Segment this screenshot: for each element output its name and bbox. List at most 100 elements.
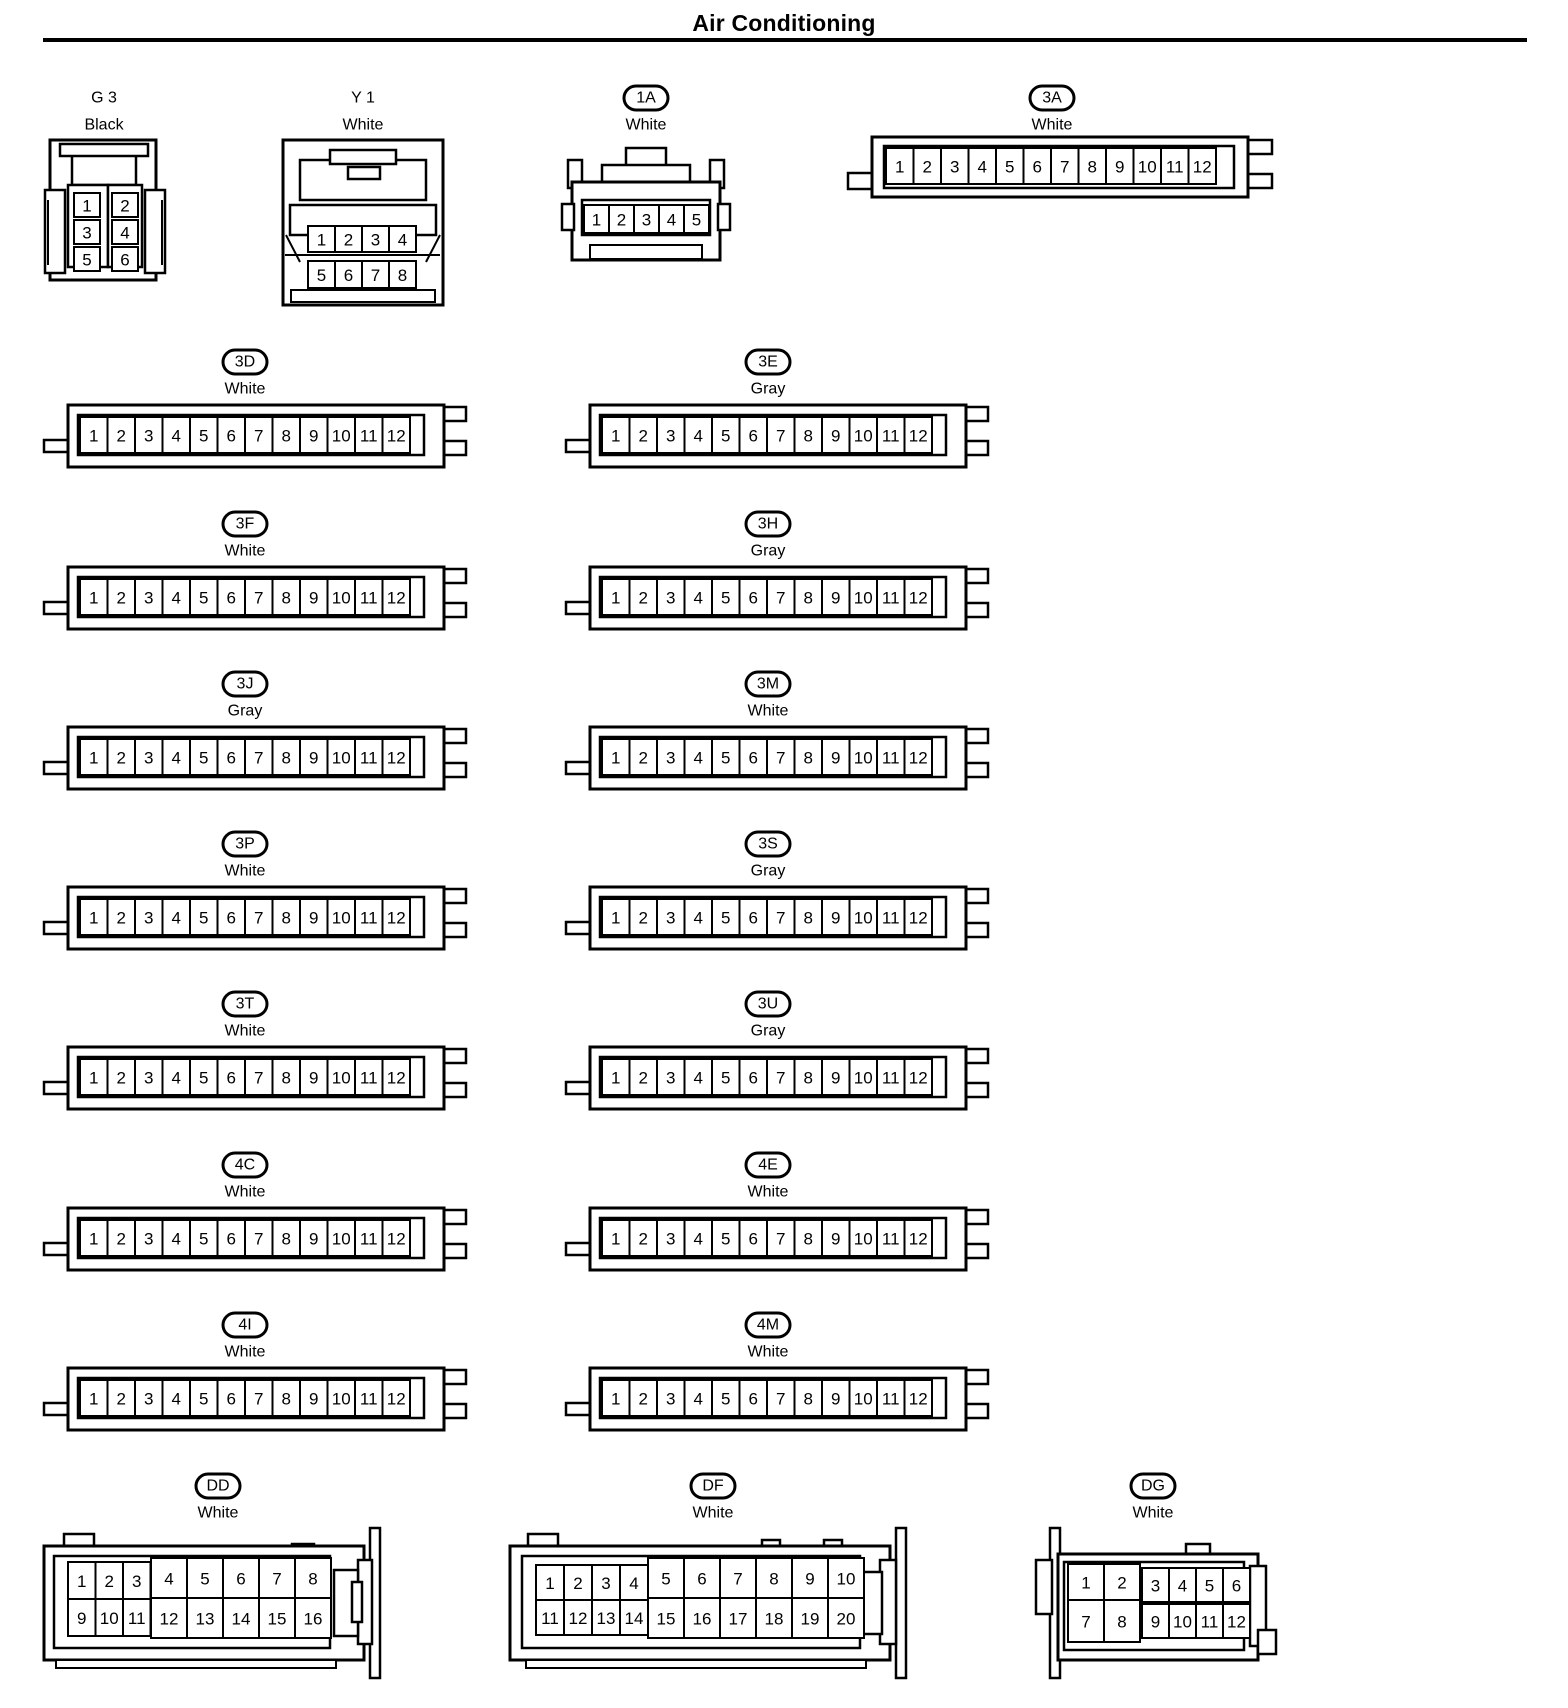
pin-12: 12 <box>387 749 406 768</box>
pin-5: 5 <box>199 1230 208 1249</box>
pin-3: 3 <box>666 749 675 768</box>
pin-5: 5 <box>692 211 701 230</box>
pin-6: 6 <box>1033 158 1042 177</box>
connector-color: White <box>225 543 266 560</box>
pin-7: 7 <box>254 1230 263 1249</box>
pin-2: 2 <box>639 1390 648 1409</box>
pin-2: 2 <box>105 1572 114 1591</box>
pin-4: 4 <box>694 909 703 928</box>
pin-7: 7 <box>254 427 263 446</box>
pin-5: 5 <box>721 1069 730 1088</box>
pin-8: 8 <box>1088 158 1097 177</box>
pin-6: 6 <box>344 266 353 285</box>
pin-20: 20 <box>837 1610 856 1629</box>
connector-code: DD <box>206 1478 229 1495</box>
connector-color: White <box>748 1184 789 1201</box>
connector-code: Y 1 <box>351 90 375 107</box>
pin-10: 10 <box>854 749 873 768</box>
pin-2: 2 <box>117 1069 126 1088</box>
pin-3: 3 <box>1151 1577 1160 1596</box>
pin-5: 5 <box>721 1230 730 1249</box>
pin-10: 10 <box>854 427 873 446</box>
pin-3: 3 <box>144 1390 153 1409</box>
pin-18: 18 <box>765 1610 784 1629</box>
pin-2: 2 <box>1117 1574 1126 1593</box>
pin-9: 9 <box>1115 158 1124 177</box>
pin-16: 16 <box>693 1610 712 1629</box>
title-rule <box>43 38 1527 42</box>
pin-1: 1 <box>611 1390 620 1409</box>
pin-12: 12 <box>387 909 406 928</box>
pin-6: 6 <box>236 1570 245 1589</box>
connector-code: 3M <box>757 676 779 693</box>
pin-16: 16 <box>304 1610 323 1629</box>
pin-9: 9 <box>831 909 840 928</box>
connector-code: 4M <box>757 1317 779 1334</box>
pin-3: 3 <box>144 1069 153 1088</box>
pin-1: 1 <box>1081 1574 1090 1593</box>
pin-8: 8 <box>308 1570 317 1589</box>
pin-2: 2 <box>344 231 353 250</box>
pin-9: 9 <box>309 427 318 446</box>
connector-code-badge <box>744 830 792 858</box>
pin-2: 2 <box>639 749 648 768</box>
connector-code: 3S <box>758 836 778 853</box>
pin-3: 3 <box>950 158 959 177</box>
pin-6: 6 <box>697 1570 706 1589</box>
connector-code: 1A <box>636 90 656 107</box>
connector-code: 3F <box>236 516 255 533</box>
pin-8: 8 <box>398 266 407 285</box>
pin-1: 1 <box>611 589 620 608</box>
pin-14: 14 <box>625 1609 644 1628</box>
connector-color: White <box>748 703 789 720</box>
pin-8: 8 <box>282 1230 291 1249</box>
connector-code: 3A <box>1042 90 1062 107</box>
pin-1: 1 <box>89 909 98 928</box>
connector-color: White <box>198 1505 239 1522</box>
connector-code-badge <box>221 990 269 1018</box>
pin-3: 3 <box>144 909 153 928</box>
pin-12: 12 <box>1227 1613 1246 1632</box>
connector-color: Gray <box>751 1023 786 1040</box>
connector-code: 3D <box>235 354 255 371</box>
pin-11: 11 <box>360 589 378 608</box>
pin-10: 10 <box>1138 158 1157 177</box>
connector-code-badge <box>194 1472 242 1500</box>
pin-8: 8 <box>804 427 813 446</box>
pin-3: 3 <box>82 224 91 243</box>
connector-code-badge <box>221 830 269 858</box>
pin-7: 7 <box>776 1069 785 1088</box>
pin-8: 8 <box>282 1069 291 1088</box>
pin-11: 11 <box>360 1069 378 1088</box>
pin-7: 7 <box>272 1570 281 1589</box>
pin-4: 4 <box>694 427 703 446</box>
pin-5: 5 <box>200 1570 209 1589</box>
pin-7: 7 <box>1060 158 1069 177</box>
pin-1: 1 <box>895 158 904 177</box>
connector-color: White <box>1032 117 1073 134</box>
pin-11: 11 <box>360 427 378 446</box>
pin-12: 12 <box>909 589 928 608</box>
pin-12: 12 <box>1193 158 1212 177</box>
pin-14: 14 <box>232 1610 251 1629</box>
pin-10: 10 <box>332 1230 351 1249</box>
pin-8: 8 <box>804 749 813 768</box>
pin-4: 4 <box>694 749 703 768</box>
pin-5: 5 <box>721 427 730 446</box>
pin-6: 6 <box>227 909 236 928</box>
connector-code: 3T <box>236 996 255 1013</box>
pin-4: 4 <box>629 1574 638 1593</box>
pin-5: 5 <box>661 1570 670 1589</box>
pin-10: 10 <box>100 1609 119 1628</box>
pin-3: 3 <box>642 211 651 230</box>
pin-2: 2 <box>639 589 648 608</box>
pin-6: 6 <box>749 1230 758 1249</box>
connector-color: White <box>748 1344 789 1361</box>
pin-2: 2 <box>639 909 648 928</box>
pin-2: 2 <box>117 427 126 446</box>
pin-5: 5 <box>199 427 208 446</box>
